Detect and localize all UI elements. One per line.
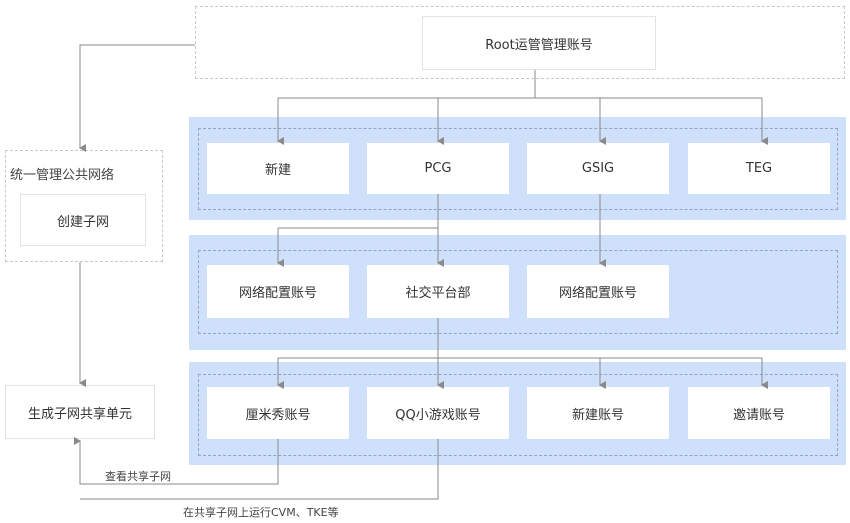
create-subnet-node[interactable]: 创建子网 [20,194,146,246]
node-qq-minigame-account[interactable]: QQ小游戏账号 [367,387,509,439]
node-social-platform-dept[interactable]: 社交平台部 [367,265,509,318]
node-network-config-account-2[interactable]: 网络配置账号 [527,265,669,318]
annotation-view-shared-subnet: 查看共享子网 [105,470,171,483]
shared-network-group-title: 统一管理公共网络 [10,168,115,183]
node-network-config-account-1[interactable]: 网络配置账号 [207,265,349,318]
node-cmshow-account[interactable]: 厘米秀账号 [207,387,349,439]
band-departments-inner [198,250,838,334]
node-pcg[interactable]: PCG [367,143,509,194]
band-business-groups-inner [198,128,838,210]
node-new-account[interactable]: 新建账号 [527,387,669,439]
root-admin-account[interactable]: Root运管管理账号 [422,16,656,70]
root-container [195,6,845,79]
node-new[interactable]: 新建 [207,143,349,194]
node-gsig[interactable]: GSIG [527,143,669,194]
node-invite-account[interactable]: 邀请账号 [688,387,830,439]
connector-qq-to-unit [80,439,439,500]
node-teg[interactable]: TEG [688,143,830,194]
connector-root-to-shared [79,44,195,152]
band-accounts-inner [198,374,838,456]
connector-cmshow-to-unit [74,437,279,485]
annotation-run-on-shared-subnet: 在共享子网上运行CVM、TKE等 [183,506,339,519]
